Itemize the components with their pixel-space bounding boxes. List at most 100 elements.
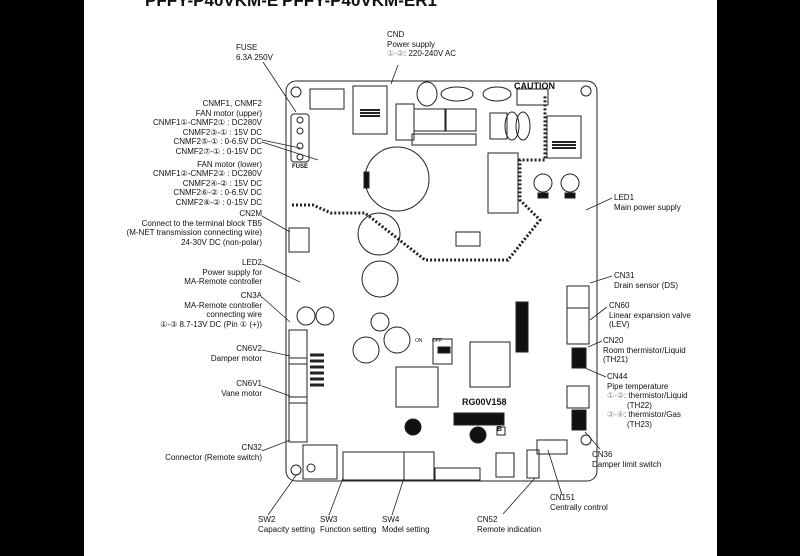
cn36-name: CN36 xyxy=(592,450,613,459)
cn3a-line: connecting wire xyxy=(206,310,262,320)
label-sw2: SW2 Capacity setting xyxy=(258,515,315,534)
cn6v2-name: CN6V2 xyxy=(236,344,262,353)
cn44-value: : thermistor/Liquid xyxy=(624,391,688,401)
cn2m-line: Connect to the terminal block TB5 xyxy=(141,218,262,228)
cnmf-name: CNMF1, CNMF2 xyxy=(202,99,262,108)
sw4-dip xyxy=(403,451,435,481)
cn20-name: CN20 xyxy=(603,336,624,345)
cn60-line: Linear expansion valve xyxy=(609,310,691,320)
cn3a-name: CN3A xyxy=(240,291,262,300)
cn44-sub: (TH23) xyxy=(627,419,652,429)
switch-off-label: OFF xyxy=(432,338,442,344)
cn151-name: CN151 xyxy=(550,493,575,502)
cn44-pins: ③-④ xyxy=(607,410,625,420)
cn6v2-desc: Damper motor xyxy=(210,353,262,363)
label-cn2m: CN2M Connect to the terminal block TB5 (… xyxy=(127,209,262,247)
cn44-value: : thermistor/Gas xyxy=(624,410,681,420)
cn32-name: CN32 xyxy=(241,443,262,452)
cn60-name: CN60 xyxy=(609,301,630,310)
label-cn36: CN36 Damper limit switch xyxy=(592,450,661,469)
label-cnd: CND Power supply ①-②: 220-240V AC xyxy=(387,30,456,59)
label-led2: LED2 Power supply for MA-Remote controll… xyxy=(184,258,262,287)
cn3a-line: ①-③ 8.7-13V DC (Pin ① (+)) xyxy=(160,319,262,329)
led1-desc: Main power supply xyxy=(614,202,681,212)
label-cnmf: CNMF1, CNMF2 FAN motor (upper) CNMF1①-CN… xyxy=(153,99,262,208)
label-cn151: CN151 Centrally control xyxy=(550,493,608,512)
cn6v1-desc: Vane motor xyxy=(221,388,262,398)
cnmf-lower-line: CNMF2⑥-② : 0-6.5V DC xyxy=(173,188,262,198)
label-led1: LED1 Main power supply xyxy=(614,193,681,212)
label-sw4: SW4 Model setting xyxy=(382,515,430,534)
cnd-value: ①-②: 220-240V AC xyxy=(387,49,456,59)
label-cn6v1: CN6V1 Vane motor xyxy=(221,379,262,398)
cnd-desc: Power supply xyxy=(387,39,436,49)
label-cn20: CN20 Room thermistor/Liquid (TH21) xyxy=(603,336,686,365)
sw2-name: SW2 xyxy=(258,515,276,524)
led2-line: Power supply for xyxy=(202,267,262,277)
label-cn32: CN32 Connector (Remote switch) xyxy=(165,443,262,462)
label-cn52: CN52 Remote indication xyxy=(477,515,541,534)
sw2-desc: Capacity setting xyxy=(258,524,315,534)
cnd-name: CND xyxy=(387,30,405,39)
cnmf-upper-line: CNMF2③-① : 15V DC xyxy=(182,127,262,137)
label-sw3: SW3 Function setting xyxy=(320,515,376,534)
cn44-desc: Pipe temperature xyxy=(607,381,669,391)
board-part-number: RG00V158 xyxy=(462,397,507,407)
sw3-name: SW3 xyxy=(320,515,338,524)
label-cn31: CN31 Drain sensor (DS) xyxy=(614,271,678,290)
fuse-rating: 6.3A 250V xyxy=(236,52,273,62)
led2-line: MA-Remote controller xyxy=(184,277,262,287)
sw4-desc: Model setting xyxy=(382,524,430,534)
cn52-desc: Remote indication xyxy=(477,524,542,534)
cnd-pins: ①-② xyxy=(387,49,405,59)
pcb-outline xyxy=(285,80,598,482)
leader-lines xyxy=(261,61,613,516)
cn44-line-1: ①-②: thermistor/Liquid xyxy=(607,391,688,401)
fuse-silkscreen: FUSE xyxy=(292,164,309,170)
ic-main xyxy=(395,366,439,408)
cn44-name: CN44 xyxy=(607,372,628,381)
on-off-switch xyxy=(432,338,453,365)
sw2-rotary xyxy=(302,444,338,480)
label-fuse: FUSE 6.3A 250V xyxy=(236,43,273,62)
switch-on-label: ON xyxy=(415,338,423,344)
cn44-sub: (TH22) xyxy=(627,400,652,410)
cn31-desc: Drain sensor (DS) xyxy=(614,280,679,290)
cn31-name: CN31 xyxy=(614,271,635,280)
cn151-desc: Centrally control xyxy=(550,502,608,512)
cnmf-lower-line: CNMF2④-② : 15V DC xyxy=(182,178,262,188)
sw4-name: SW4 xyxy=(382,515,400,524)
cnmf-upper-line: CNMF1①-CNMF2① : DC280V xyxy=(152,118,262,128)
fuse-holder xyxy=(290,113,310,163)
cn3a-line: MA-Remote controller xyxy=(184,300,262,310)
label-cn60: CN60 Linear expansion valve (LEV) xyxy=(609,301,691,330)
cnmf-upper-title: FAN motor (upper) xyxy=(195,108,262,118)
cn60-line: (LEV) xyxy=(609,320,630,330)
model-title-right: PFFY-P40VKM-ER1 xyxy=(282,0,437,10)
cn6v1-name: CN6V1 xyxy=(236,379,262,388)
cn52-name: CN52 xyxy=(477,515,498,524)
cnmf-upper-line: CNMF2⑤-① : 0-6.5V DC xyxy=(173,137,262,147)
cn2m-line: 24-30V DC (non-polar) xyxy=(181,237,262,247)
board-mark: B xyxy=(497,426,503,433)
cn44-pins: ①-② xyxy=(607,391,625,401)
sw3-desc: Function setting xyxy=(320,524,377,534)
led2-name: LED2 xyxy=(241,258,262,267)
model-title-left: PFFY-P40VKM-E xyxy=(145,0,279,10)
label-cn3a: CN3A MA-Remote controller connecting wir… xyxy=(160,291,262,329)
cn32-desc: Connector (Remote switch) xyxy=(165,452,262,462)
caution-label: CAUTION xyxy=(514,81,555,91)
label-cn44: CN44 Pipe temperature ①-②: thermistor/Li… xyxy=(607,372,688,430)
cn2m-name: CN2M xyxy=(239,209,262,218)
cn2m-line: (M-NET transmission connecting wire) xyxy=(126,228,262,238)
cnmf-lower-title: FAN motor (lower) xyxy=(197,159,262,169)
cnd-voltage: : 220-240V AC xyxy=(404,49,457,59)
cn44-line-2: ③-④: thermistor/Gas xyxy=(607,410,688,420)
fuse-name: FUSE xyxy=(236,43,258,52)
label-cn6v2: CN6V2 Damper motor xyxy=(211,344,262,363)
cn20-line: Room thermistor/Liquid xyxy=(603,345,686,355)
cnmf-lower-line: CNMF2⑧-② : 0-15V DC xyxy=(175,197,262,207)
cn36-desc: Damper limit switch xyxy=(592,459,662,469)
cnmf-lower-line: CNMF1②-CNMF2② : DC280V xyxy=(152,169,262,179)
